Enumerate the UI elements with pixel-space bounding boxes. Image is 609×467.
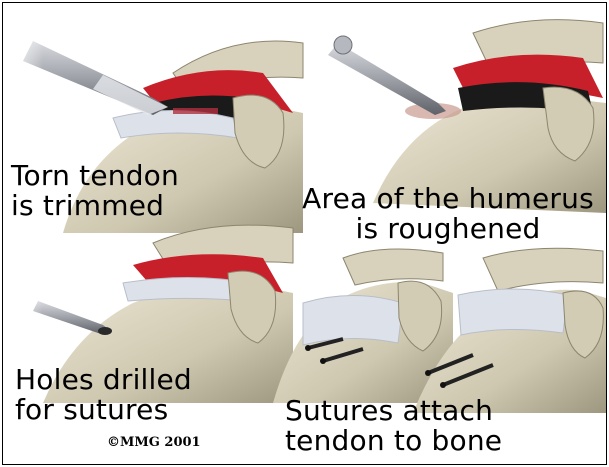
panel-sutures-attach-a (273, 249, 453, 403)
caption-line: Sutures attach (285, 396, 502, 426)
copyright-notice: ©MMG 2001 (107, 435, 201, 450)
caption-line: tendon to bone (285, 426, 502, 456)
caption-line: is trimmed (11, 191, 179, 221)
caption-line: is roughened (295, 214, 601, 244)
caption-line: Torn tendon (11, 161, 179, 191)
caption-roughen-humerus: Area of the humerus is roughened (295, 184, 601, 244)
caption-line: Area of the humerus (295, 184, 601, 214)
caption-drill-holes: Holes drilled for sutures (15, 365, 192, 425)
caption-line: Holes drilled (15, 365, 192, 395)
caption-sutures-attach: Sutures attach tendon to bone (285, 396, 502, 456)
caption-line: for sutures (15, 395, 192, 425)
caption-trim-tendon: Torn tendon is trimmed (11, 161, 179, 221)
